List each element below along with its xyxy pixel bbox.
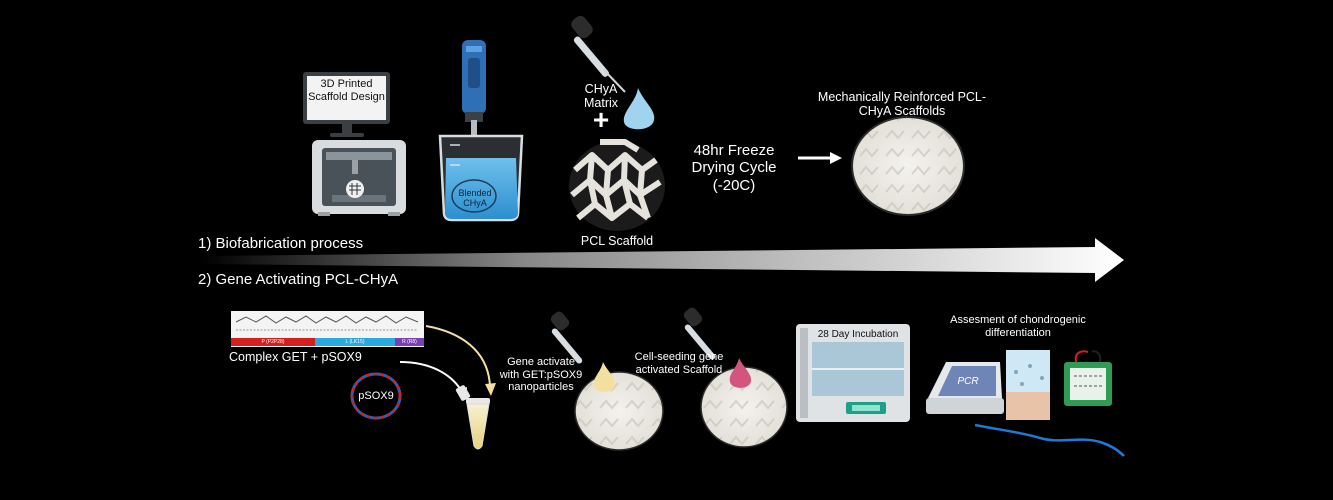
- step2-title: 2) Gene Activating PCL-CHyA: [198, 271, 399, 288]
- histology-slide-icon: [1006, 350, 1050, 420]
- dropper-yellow-icon: [550, 311, 583, 364]
- freeze-dry-label: 48hr Freeze Drying Cycle (-20C): [691, 142, 777, 194]
- 3d-printer-icon: [312, 140, 406, 216]
- gene-activate-label: Gene activate with GET:pSOX9 nanoparticl…: [499, 356, 583, 394]
- monitor-icon: [303, 72, 390, 137]
- pcl-scaffold-label: PCL Scaffold: [580, 234, 654, 248]
- peptide-segment-r: [395, 338, 424, 346]
- cell-seeding-label: Cell-seeding gene activated Scaffold: [634, 351, 724, 376]
- dropper-pink-icon: [683, 307, 716, 360]
- chya-droplet: [623, 88, 655, 130]
- plasmid-to-tube-arrow: [399, 361, 463, 393]
- complex-get-label: Complex GET + pSOX9: [229, 350, 362, 364]
- pcl-scaffold-icon: [569, 139, 665, 231]
- plus-sign: +: [592, 104, 610, 135]
- peptide-segment-p: [231, 338, 315, 346]
- peptide-r-label: R (R8): [402, 339, 417, 345]
- fiber-strand-icon: [974, 423, 1125, 457]
- incubation-label: 28 Day Incubation: [817, 329, 899, 340]
- gene-activated-scaffold-icon: [574, 371, 664, 451]
- pcr-label: PCR: [957, 376, 979, 387]
- microtube-icon: [455, 385, 490, 450]
- beaker-label: Blended CHyA: [458, 188, 492, 209]
- assessment-label: Assesment of chondrogenic differentiatio…: [950, 314, 1086, 339]
- cell-droplet: [729, 358, 752, 388]
- freeze-dry-arrow: [798, 152, 842, 164]
- gel-box-icon: [1064, 350, 1112, 406]
- peptide-to-tube-arrow: [425, 325, 491, 387]
- cell-seeded-scaffold-icon: [700, 366, 788, 448]
- peptide-segment-l: [315, 338, 395, 346]
- printer-design-label: 3D Printed Scaffold Design: [308, 78, 385, 103]
- incubator-icon: [796, 324, 910, 422]
- peptide-sequence-panel: [231, 311, 424, 347]
- plasmid-icon: [350, 372, 402, 420]
- chya-matrix-label: CHyA Matrix: [583, 82, 619, 111]
- dropper-icon: [571, 15, 626, 93]
- step1-title: 1) Biofabrication process: [198, 235, 364, 252]
- peptide-p-label: P (P2P28): [261, 339, 285, 345]
- nanoparticle-droplet: [593, 362, 616, 392]
- reinforced-scaffold-icon: [851, 116, 965, 216]
- peptide-l-label: L (LK15): [345, 339, 365, 345]
- process-arrow: [200, 238, 1124, 282]
- reinforced-scaffold-label: Mechanically Reinforced PCL-CHyA Scaffol…: [817, 90, 987, 119]
- beaker-icon: [438, 134, 524, 222]
- plasmid-label: pSOX9: [358, 390, 394, 402]
- pcr-machine-icon: [926, 362, 1004, 414]
